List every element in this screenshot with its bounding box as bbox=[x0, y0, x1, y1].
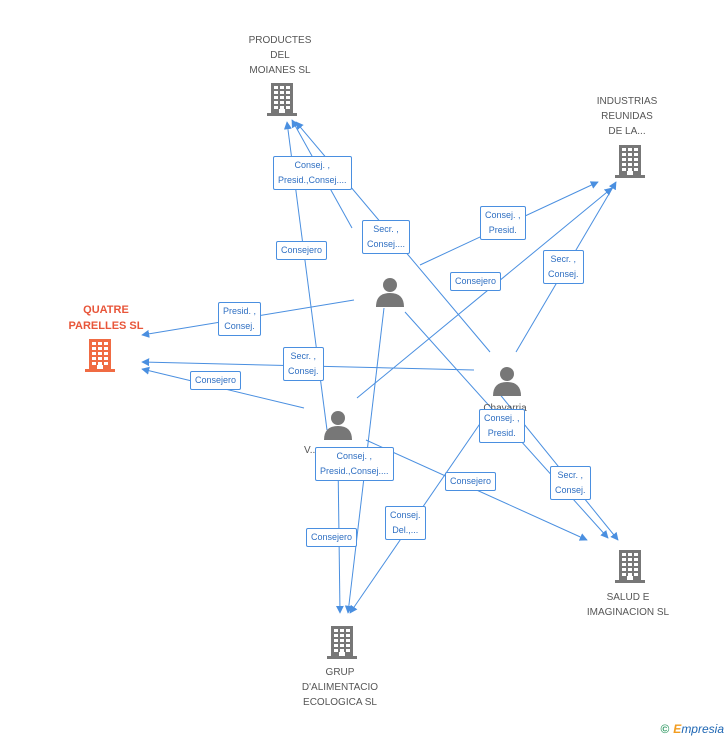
edge-label-line: Consejero bbox=[311, 532, 353, 542]
chavarria-person-icon[interactable] bbox=[493, 367, 521, 396]
node-label-quatre[interactable]: QUATRE PARELLES SL bbox=[69, 302, 144, 334]
node-label-line: INDUSTRIAS bbox=[596, 96, 658, 107]
edge-label-line: Consej. bbox=[224, 321, 255, 331]
edge-label-line: Consej. bbox=[548, 269, 579, 279]
edge-label-line: Secr. , bbox=[557, 470, 584, 480]
node-label-line: ECOLOGICA SL bbox=[303, 697, 377, 708]
edge-label-line: Consej. bbox=[390, 510, 421, 520]
node-label-line: SALUD E bbox=[606, 592, 650, 603]
edge-label-line: Presid. bbox=[487, 428, 516, 438]
edge-label-line: Del.,... bbox=[392, 525, 419, 535]
copyright-icon: © bbox=[660, 722, 670, 736]
edges-layer bbox=[141, 119, 619, 614]
node-label-line: V... bbox=[303, 445, 319, 456]
josep-person-icon[interactable] bbox=[376, 278, 404, 307]
edge-label-line: Secr. , bbox=[373, 224, 399, 234]
edge-label-line: Consej. bbox=[288, 366, 319, 376]
edge-label-line: Secr. , bbox=[290, 351, 317, 361]
edge-label-line: Consej. , bbox=[336, 451, 373, 461]
edge-label-e14[interactable]: Consej. Del.,... bbox=[385, 506, 426, 540]
edge-label-line: Consejero bbox=[281, 245, 323, 255]
edge-label-line: Consejero bbox=[195, 375, 237, 385]
edge-label-line: Consej. bbox=[555, 485, 586, 495]
footer-credit: ©Empresia bbox=[660, 722, 724, 736]
edge-label-e15[interactable]: Consejero bbox=[306, 528, 358, 547]
node-label-line: MOIANES SL bbox=[249, 65, 311, 76]
node-label-salud[interactable]: SALUD E IMAGINACION SL bbox=[587, 590, 669, 620]
edge-label-line: Consej. , bbox=[294, 160, 331, 170]
edge-label-line: Secr. , bbox=[550, 254, 577, 264]
edge-label-e8[interactable]: Secr. , Consej. bbox=[283, 347, 324, 381]
edge-label-e12[interactable]: Consejero bbox=[445, 472, 497, 491]
edge-label-e4[interactable]: Consej. , Presid. bbox=[480, 206, 526, 240]
edge-label-e11[interactable]: Consej. , Presid.,Consej.... bbox=[315, 447, 394, 481]
edge-label-line: Consej. , bbox=[485, 210, 521, 220]
quatre-building-icon[interactable] bbox=[85, 339, 115, 372]
edge-label-line: Consej. , bbox=[484, 413, 520, 423]
node-label-line: GRUP bbox=[325, 667, 355, 678]
grup-building-icon[interactable] bbox=[327, 626, 357, 659]
edge-line-5 bbox=[356, 187, 613, 399]
edge-label-e13[interactable]: Secr. , Consej. bbox=[550, 466, 591, 500]
node-label-line: REUNIDAS bbox=[601, 111, 653, 122]
edge-label-e7[interactable]: Presid. , Consej. bbox=[218, 302, 262, 336]
edge-label-line: Consej.... bbox=[367, 239, 406, 249]
v-person-icon[interactable] bbox=[324, 411, 352, 440]
edge-label-e3[interactable]: Secr. , Consej.... bbox=[362, 220, 411, 254]
edge-label-line: Consejero bbox=[455, 276, 497, 286]
icons-layer bbox=[85, 83, 645, 659]
edge-label-line: Presid. , bbox=[223, 306, 257, 316]
industrias-building-icon[interactable] bbox=[615, 145, 645, 178]
edge-label-e9[interactable]: Consejero bbox=[190, 371, 242, 390]
node-label-line: QUATRE bbox=[83, 304, 129, 316]
edge-label-line: Presid. bbox=[488, 225, 517, 235]
node-label-line: D'ALIMENTACIO bbox=[301, 682, 379, 693]
salud-building-icon[interactable] bbox=[615, 550, 645, 583]
edge-label-line: Presid.,Consej.... bbox=[278, 175, 347, 185]
node-label-line: DE LA... bbox=[608, 126, 646, 137]
node-label-line: DEL bbox=[270, 50, 290, 61]
edge-label-e5[interactable]: Consejero bbox=[450, 272, 502, 291]
node-label-line: Chavarria bbox=[483, 401, 526, 416]
node-label-grup[interactable]: GRUP D'ALIMENTACIO ECOLOGICA SL bbox=[302, 665, 378, 710]
node-label-industrias[interactable]: INDUSTRIAS REUNIDAS DE LA... bbox=[597, 94, 658, 139]
node-label-line: PRODUCTES bbox=[248, 35, 312, 46]
productes-building-icon[interactable] bbox=[267, 83, 297, 116]
edge-label-line: Consejero bbox=[450, 476, 492, 486]
edge-label-line: Presid.,Consej.... bbox=[320, 466, 389, 476]
node-label-line: PARELLES SL bbox=[68, 320, 144, 332]
node-label-line: IMAGINACION SL bbox=[586, 607, 670, 618]
edge-label-e6[interactable]: Secr. , Consej. bbox=[543, 250, 584, 284]
edge-label-e10[interactable]: Consej. , Presid. bbox=[479, 409, 525, 443]
edge-label-e1[interactable]: Consej. , Presid.,Consej.... bbox=[273, 156, 352, 190]
edge-label-e2[interactable]: Consejero bbox=[276, 241, 328, 260]
brand-logo[interactable]: Empresia bbox=[673, 722, 724, 736]
node-label-productes[interactable]: PRODUCTES DEL MOIANES SL bbox=[249, 33, 312, 78]
node-label-v[interactable]: V... bbox=[304, 443, 318, 458]
